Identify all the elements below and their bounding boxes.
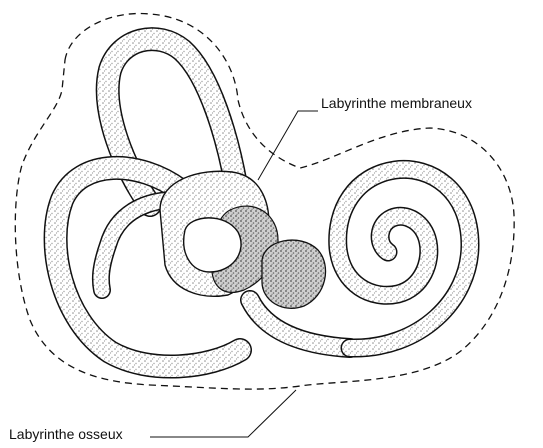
membranous-label-leader — [258, 111, 318, 180]
bony-label-leader — [150, 390, 296, 437]
membranous-labyrinth-label: Labyrinthe membraneux — [321, 96, 472, 110]
cochlear-base-sac — [262, 240, 326, 308]
bony-labyrinth-label: Labyrinthe osseux — [9, 427, 123, 441]
